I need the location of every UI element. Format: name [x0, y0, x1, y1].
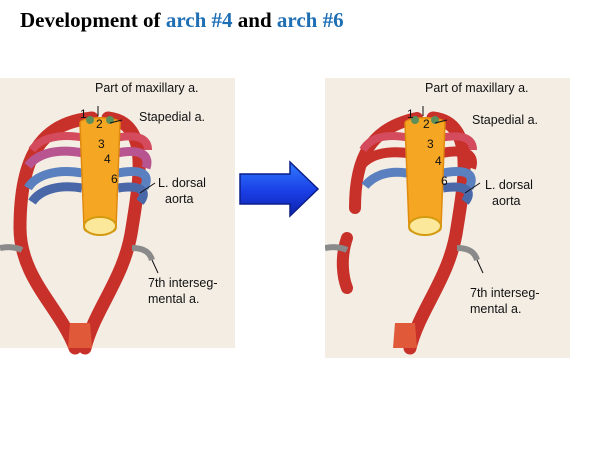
leader-intersegmental	[476, 259, 484, 274]
fused-aorta	[393, 323, 417, 348]
arch-number-3: 3	[427, 137, 434, 151]
title-arch-6: arch #6	[276, 8, 344, 32]
truncus-arteriosus	[83, 216, 117, 236]
label-intersegmental-line2: mental a.	[470, 302, 522, 316]
aortic-arch-illustration-after	[325, 78, 570, 358]
arch-number-2: 2	[96, 117, 103, 131]
aortic-arch-illustration-before	[0, 78, 235, 355]
arch-number-4: 4	[104, 152, 111, 166]
diagram-before: Part of maxillary a. Stapedial a. L. dor…	[0, 78, 255, 358]
arch-6b-right	[28, 182, 83, 205]
leader-stapedial	[434, 119, 448, 124]
right-intersegmental-artery	[0, 244, 24, 253]
slide-title: Development of arch #4 and arch #6	[20, 8, 344, 33]
label-dorsal-aorta-line1: L. dorsal	[485, 178, 533, 192]
transition-arrow-icon	[239, 160, 320, 218]
arch-number-6: 6	[441, 174, 448, 188]
label-dorsal-aorta-line1: L. dorsal	[158, 176, 206, 190]
label-maxillary: Part of maxillary a.	[95, 81, 199, 95]
right-dorsal-aorta	[13, 111, 99, 355]
arch-6a-left	[442, 167, 476, 191]
arch-number-1: 1	[80, 107, 87, 121]
leader-dorsal-aorta	[139, 182, 156, 194]
label-intersegmental-line1: 7th interseg-	[470, 286, 540, 300]
label-intersegmental-line1: 7th interseg-	[148, 276, 218, 290]
label-dorsal-aorta-line2: aorta	[492, 194, 521, 208]
arch-3-left	[439, 132, 477, 151]
arch-3-left	[114, 132, 152, 151]
leader-dorsal-aorta	[464, 182, 481, 194]
title-arch-4: arch #4	[165, 8, 233, 32]
intersegmental-artery	[131, 245, 155, 261]
arch-number-1: 1	[407, 107, 414, 121]
arch-number-3: 3	[98, 137, 105, 151]
title-middle: and	[232, 8, 277, 32]
label-maxillary: Part of maxillary a.	[425, 81, 529, 95]
truncus-arteriosus	[408, 216, 442, 236]
label-stapedial: Stapedial a.	[139, 110, 206, 124]
label-intersegmental-line2: mental a.	[148, 292, 200, 306]
fused-aorta	[68, 323, 92, 348]
arch-4-left	[441, 146, 477, 170]
intersegmental-artery	[456, 245, 480, 261]
diagram-after: Part of maxillary a. Stapedial a. L. dor…	[325, 78, 580, 358]
label-stapedial: Stapedial a.	[472, 113, 539, 127]
title-prefix: Development of	[20, 8, 166, 32]
right-intersegmental-artery	[325, 244, 349, 253]
label-dorsal-aorta-line2: aorta	[165, 192, 194, 206]
arch-4-right	[24, 146, 84, 170]
arch-1-stub	[86, 116, 94, 124]
arch-4-left	[116, 147, 152, 170]
arch-4-right	[354, 147, 409, 172]
arch-6a-right	[361, 167, 408, 190]
leader-intersegmental	[151, 259, 159, 274]
arch-6a-left	[117, 167, 151, 191]
arch-6b-left	[117, 182, 148, 205]
arch-3-right	[28, 132, 86, 153]
right-dorsal-aorta-remnant	[336, 232, 353, 294]
arch-3-right	[359, 132, 411, 153]
leader-stapedial	[109, 119, 123, 124]
arch-number-2: 2	[423, 117, 430, 131]
arch-number-4: 4	[435, 154, 442, 168]
arch-6b-left	[442, 182, 473, 205]
arch-1-stub	[411, 116, 419, 124]
arch-6a-right	[24, 167, 83, 191]
arch-number-6: 6	[111, 172, 118, 186]
